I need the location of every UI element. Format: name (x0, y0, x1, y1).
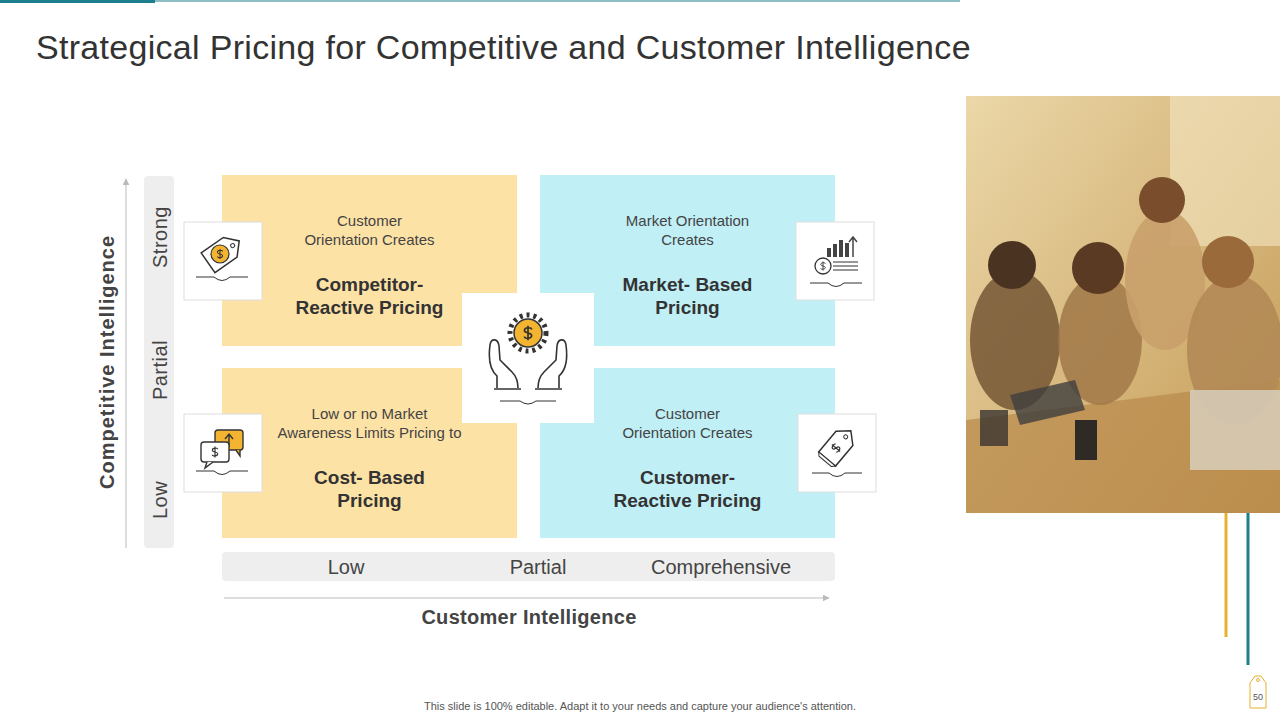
footer-note: This slide is 100% editable. Adapt it to… (424, 700, 856, 713)
center-emblem (524, 326, 531, 340)
axis-arrow (126, 179, 127, 548)
page-tag (1250, 676, 1266, 708)
team-photo (980, 410, 1008, 446)
center-emblem (514, 319, 542, 347)
quadrant-box: Low or no Market Awareness Limits Pricin… (222, 368, 517, 538)
page-number: 50 (1253, 692, 1263, 703)
top-rule (155, 1, 960, 2)
box-subtitle: Customer Orientation Creates (620, 404, 755, 442)
team-photo (970, 270, 1060, 410)
team-photo (1125, 210, 1205, 350)
discount-tag-icon (843, 434, 849, 440)
accent-bar (1225, 513, 1228, 637)
team-photo (1058, 275, 1142, 405)
market-growth-icon (849, 237, 857, 257)
team-photo (1075, 420, 1097, 460)
team-photo (966, 380, 1280, 513)
page-tag (1250, 676, 1266, 708)
quadrant-box: Customer Orientation CreatesCompetitor- … (222, 175, 517, 346)
box-heading: Customer- Reactive Pricing (608, 466, 768, 512)
accent-bar (1247, 513, 1250, 665)
box-heading: Cost- Based Pricing (300, 466, 440, 512)
top-rule (0, 0, 155, 3)
team-photo (1187, 275, 1280, 425)
axis-title: Customer Intelligence (421, 605, 636, 629)
team-photo (1190, 390, 1280, 470)
box-subtitle: Market Orientation Creates (620, 211, 755, 249)
team-photo (966, 96, 1280, 513)
axis-tick: Low (328, 555, 365, 579)
axis-arrow (224, 598, 829, 599)
axis-tick: Low (148, 481, 172, 519)
chat-price-icon (212, 447, 217, 458)
team-photo (1010, 380, 1085, 425)
quadrant-box: Market Orientation CreatesMarket- Based … (540, 175, 835, 346)
team-photo (1139, 177, 1185, 223)
chat-price-icon (205, 462, 213, 468)
quadrant-box: Customer Orientation CreatesCustomer- Re… (540, 368, 835, 538)
axis-band (144, 176, 174, 548)
team-photo (988, 241, 1036, 289)
market-growth-icon (845, 243, 849, 257)
team-photo (966, 96, 1280, 513)
axis-band (222, 552, 835, 581)
box-subtitle: Customer Orientation Creates (302, 211, 437, 249)
axis-tick: Comprehensive (651, 555, 791, 579)
box-heading: Competitor- Reactive Pricing (290, 273, 450, 319)
market-growth-icon (839, 240, 843, 257)
axis-band (144, 176, 835, 581)
top-rule (0, 0, 960, 3)
axis-tick: Strong (148, 206, 172, 268)
axis-title: Competitive Intelligence (95, 235, 119, 489)
market-growth-icon (833, 262, 858, 270)
accent-bar (1226, 513, 1248, 665)
axis-tick: Partial (510, 555, 567, 579)
box-heading: Market- Based Pricing (618, 273, 758, 319)
team-photo (1072, 242, 1124, 294)
axis-tick: Partial (148, 340, 172, 400)
team-photo (1170, 96, 1280, 246)
team-photo (1202, 236, 1254, 288)
box-subtitle: Low or no Market Awareness Limits Pricin… (275, 404, 465, 442)
slide-title: Strategical Pricing for Competitive and … (36, 27, 971, 67)
page-tag (1257, 679, 1260, 682)
